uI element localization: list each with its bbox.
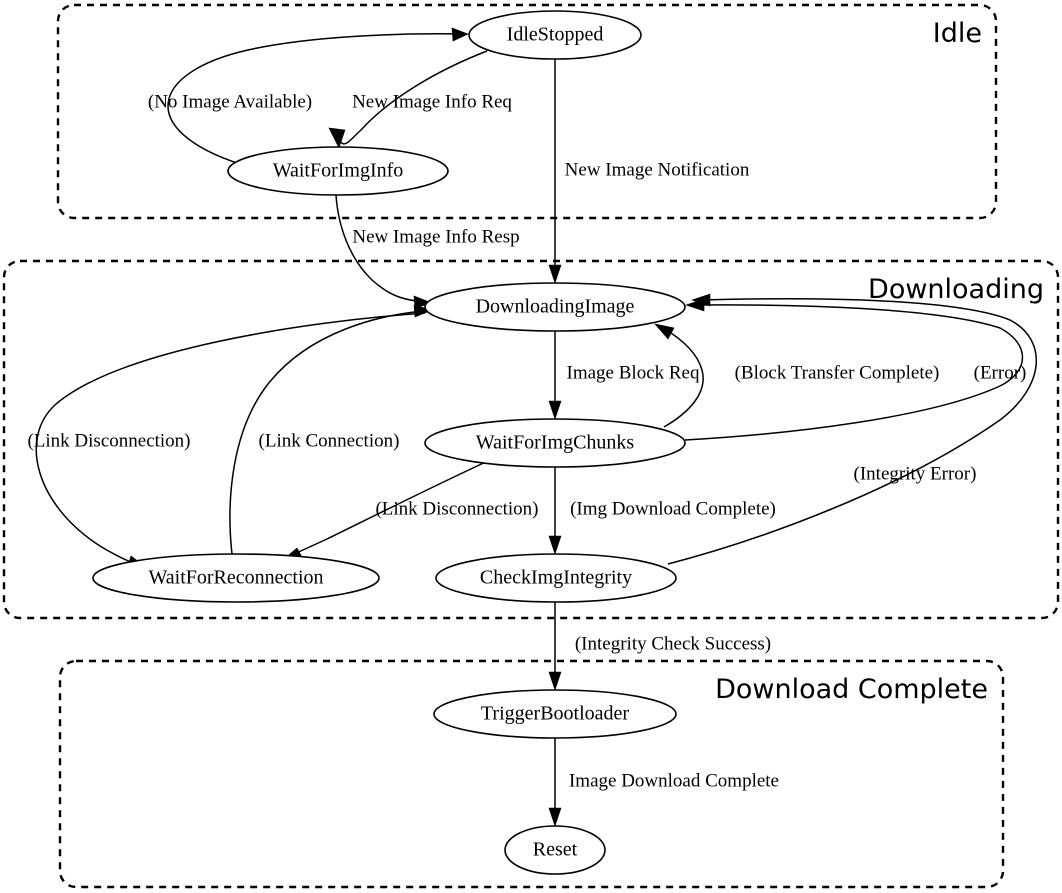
edge-path [335, 194, 425, 303]
edge-label-no-image-available: (No Image Available) [148, 91, 312, 112]
edge-path [684, 304, 1024, 441]
cluster-downloading: Downloading [2, 259, 1060, 620]
node-ellipse[interactable] [468, 10, 642, 60]
node-ellipse[interactable] [227, 146, 449, 196]
edge-path [167, 33, 463, 165]
arrowhead [654, 323, 675, 340]
node-label: DownloadingImage [476, 296, 635, 318]
edge-path [229, 310, 425, 555]
edge-label-image-block-req: Image Block Req [567, 362, 700, 383]
cluster-idle: Idle [56, 3, 998, 220]
arrowhead [691, 293, 711, 307]
edge-label-integrity-error: (Integrity Error) [854, 463, 977, 484]
edge-idlestopped-to-waitforimginfo [328, 50, 488, 149]
node-downloadingimage[interactable]: DownloadingImage [424, 282, 686, 332]
cluster-download-complete: Download Complete [58, 659, 1005, 889]
node-triggerbootloader[interactable]: TriggerBootloader [433, 689, 677, 739]
arrowhead [451, 27, 469, 42]
node-waitforimgchunks[interactable]: WaitForImgChunks [424, 418, 686, 468]
node-waitforimginfo[interactable]: WaitForImgInfo [227, 146, 449, 196]
cluster-downloading-border [2, 259, 1060, 620]
arrowhead [548, 807, 562, 827]
edge-path [35, 312, 426, 566]
node-ellipse[interactable] [435, 553, 677, 603]
node-label: WaitForReconnection [148, 567, 323, 589]
edge-path [291, 460, 489, 556]
node-ellipse[interactable] [92, 553, 380, 603]
node-ellipse[interactable] [424, 282, 686, 332]
edge-waitforimgchunks-to-downloadingimage-block [654, 323, 704, 428]
edge-checkimgintegrity-to-triggerbootloader [548, 602, 562, 691]
edge-waitforreconnection-to-downloadingimage [229, 304, 433, 555]
edge-label-link-disconnection-downloading: (Link Disconnection) [27, 430, 190, 451]
edge-path [662, 327, 704, 428]
edge-waitforimginfo-to-idlestopped [167, 27, 469, 165]
node-label: WaitForImgInfo [273, 160, 404, 182]
arrowhead [548, 400, 562, 420]
edge-label-link-connection: (Link Connection) [259, 430, 400, 451]
node-ellipse[interactable] [424, 418, 686, 468]
node-label: Reset [533, 839, 578, 861]
edge-path [667, 298, 1038, 565]
cluster-idle-title: Idle [933, 18, 982, 49]
node-ellipse[interactable] [433, 689, 677, 739]
edge-label-integrity-check-success: (Integrity Check Success) [575, 633, 771, 654]
node-waitforreconnection[interactable]: WaitForReconnection [92, 553, 380, 603]
arrowhead [413, 304, 433, 318]
node-label: WaitForImgChunks [476, 432, 635, 454]
edge-downloadingimage-to-waitforimgchunks [548, 331, 562, 420]
arrowhead [548, 535, 562, 555]
node-ellipse[interactable] [504, 825, 606, 875]
node-label: CheckImgIntegrity [480, 567, 632, 589]
node-checkimgintegrity[interactable]: CheckImgIntegrity [435, 553, 677, 603]
edge-path [340, 50, 488, 145]
edge-triggerbootloader-to-reset [548, 738, 562, 827]
edge-label-link-disconnection-chunks: (Link Disconnection) [375, 498, 538, 519]
edge-label-new-image-info-req: New Image Info Req [352, 91, 512, 112]
node-label: TriggerBootloader [481, 703, 629, 725]
edge-label-error: (Error) [974, 362, 1027, 383]
cluster-download-complete-border [58, 659, 1005, 889]
edge-idlestopped-to-downloadingimage [548, 59, 562, 284]
edge-waitforimginfo-to-downloadingimage [335, 194, 433, 309]
cluster-downloading-title: Downloading [868, 274, 1044, 305]
arrowhead [548, 264, 562, 284]
node-label: IdleStopped [507, 24, 604, 46]
edge-label-block-transfer-complete: (Block Transfer Complete) [735, 362, 940, 383]
cluster-download-complete-title: Download Complete [715, 674, 988, 705]
arrowhead [328, 127, 346, 149]
node-idlestopped[interactable]: IdleStopped [468, 10, 642, 60]
edge-checkimgintegrity-to-downloadingimage [667, 293, 1038, 565]
edge-label-new-image-info-resp: New Image Info Resp [352, 226, 519, 247]
edge-waitforimgchunks-to-checkimgintegrity [548, 467, 562, 555]
arrowhead [413, 295, 433, 309]
cluster-idle-border [56, 3, 998, 220]
edge-label-img-download-complete: (Img Download Complete) [570, 498, 776, 519]
node-reset[interactable]: Reset [504, 825, 606, 875]
edge-label-image-download-complete: Image Download Complete [569, 770, 779, 791]
arrowhead [548, 671, 562, 691]
edge-label-new-image-notification: New Image Notification [565, 159, 750, 180]
